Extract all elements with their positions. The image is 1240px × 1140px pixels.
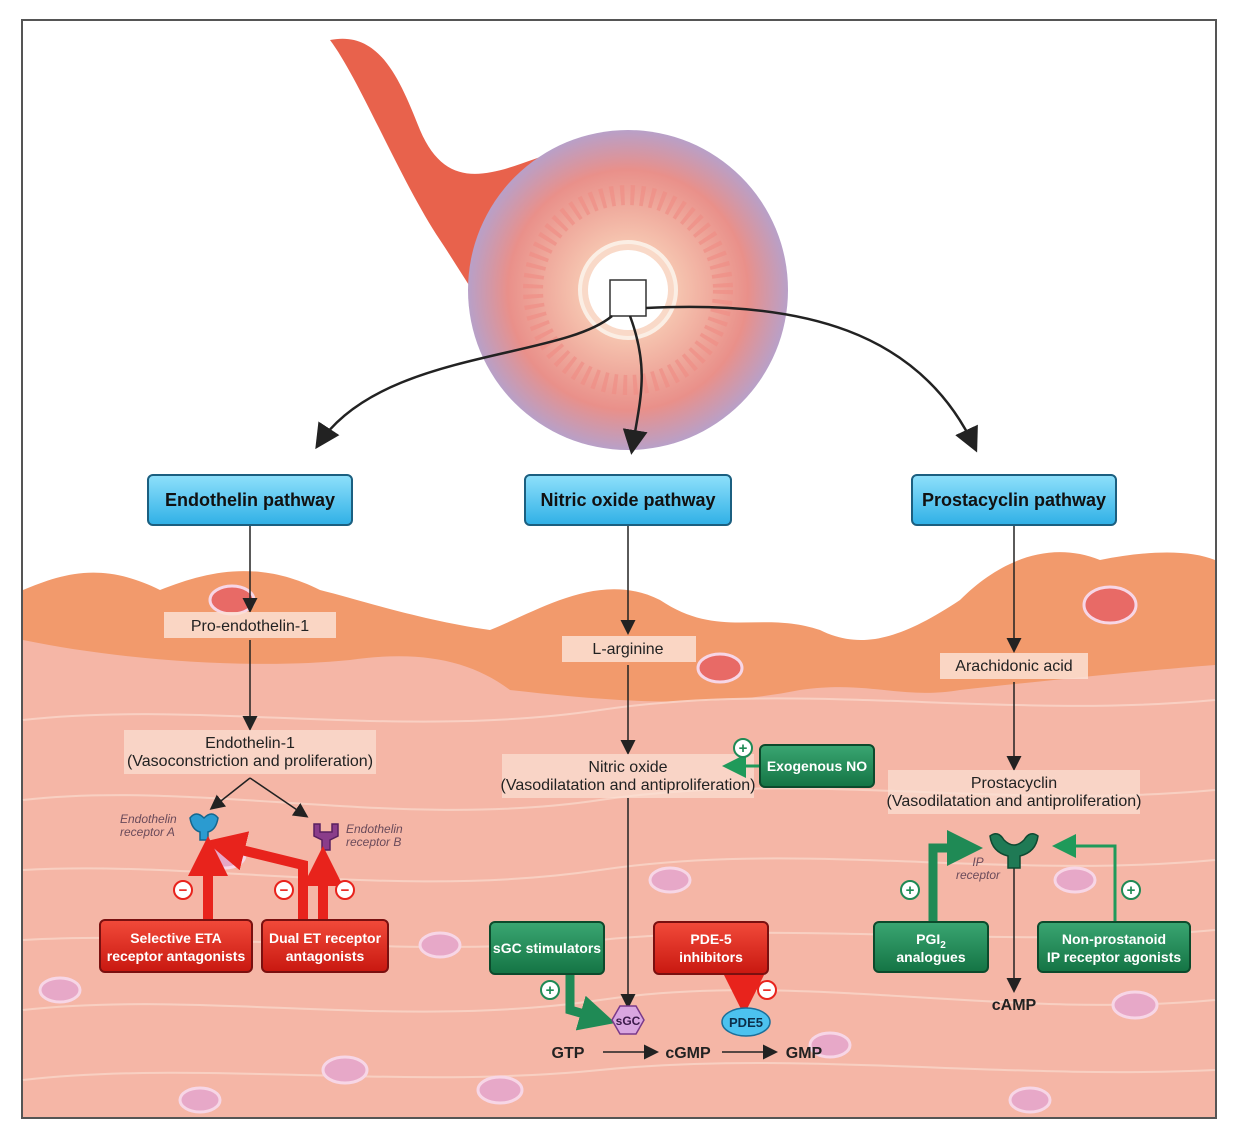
- minus-sign-icon: −: [274, 880, 294, 900]
- svg-text:analogues: analogues: [896, 949, 965, 965]
- minus-sign-icon: −: [173, 880, 193, 900]
- prostacyclin-pathway-box: Prostacyclin pathway: [911, 474, 1117, 526]
- camp-label: cAMP: [992, 997, 1037, 1014]
- svg-text:Exogenous NO: Exogenous NO: [767, 758, 867, 774]
- svg-text:antagonists: antagonists: [286, 948, 365, 964]
- activation-arrows: [565, 830, 983, 1031]
- receptor-a-line1: Endothelin: [120, 812, 177, 826]
- svg-text:+: +: [739, 740, 748, 757]
- arachidonic-acid-label: Arachidonic acid: [955, 658, 1072, 675]
- svg-text:sGC stimulators: sGC stimulators: [493, 940, 601, 956]
- plus-sign-icon: +: [1121, 880, 1141, 900]
- receptor-b-line1: Endothelin: [346, 822, 403, 836]
- endothelin-1-label: Endothelin-1: [205, 735, 295, 752]
- flow-arrows: [209, 526, 1022, 1060]
- svg-text:+: +: [1127, 882, 1136, 899]
- endothelin-pathway-title: Endothelin pathway: [165, 490, 335, 510]
- minus-sign-icon: −: [757, 980, 777, 1000]
- nitric-oxide-effect: (Vasodilatation and antiproliferation): [501, 777, 756, 794]
- endothelin-pathway-box: Endothelin pathway: [147, 474, 353, 526]
- plus-sign-icon: +: [900, 880, 920, 900]
- svg-text:PDE-5: PDE-5: [690, 931, 731, 947]
- svg-text:receptor antagonists: receptor antagonists: [107, 948, 246, 964]
- svg-text:+: +: [906, 882, 915, 899]
- svg-text:inhibitors: inhibitors: [679, 949, 743, 965]
- endothelin-1-effect: (Vasoconstriction and proliferation): [127, 753, 373, 770]
- endothelin-receptor-b-icon: [313, 823, 339, 851]
- svg-text:PGI2: PGI2: [916, 931, 946, 951]
- prostacyclin-effect: (Vasodilatation and antiproliferation): [887, 793, 1142, 810]
- dual-et-antagonists-box: Dual ET receptor antagonists: [261, 919, 389, 973]
- non-prostanoid-agonists-box: Non-prostanoid IP receptor agonists: [1037, 921, 1191, 973]
- pgi2-analogues-box: PGI2 analogues: [873, 921, 989, 973]
- gtp-label: GTP: [552, 1045, 585, 1062]
- ip-receptor-line1: IP: [972, 855, 983, 869]
- plus-sign-icon: +: [540, 980, 560, 1000]
- vessel-lumen: [588, 250, 668, 330]
- cgmp-label: cGMP: [665, 1045, 711, 1062]
- arrow-to-endothelin: [315, 315, 613, 450]
- prostacyclin-pathway-title: Prostacyclin pathway: [922, 490, 1106, 510]
- pde5-inhibitors-box: PDE-5 inhibitors: [653, 921, 769, 975]
- svg-text:sGC: sGC: [616, 1014, 641, 1028]
- svg-text:PDE5: PDE5: [729, 1015, 763, 1030]
- svg-text:Dual ET receptor: Dual ET receptor: [269, 930, 382, 946]
- sgc-hexagon: sGC: [611, 1005, 645, 1035]
- zoom-box: [609, 279, 647, 317]
- svg-text:−: −: [341, 882, 350, 899]
- exogenous-no-box: Exogenous NO: [759, 744, 875, 788]
- minus-sign-icon: −: [335, 880, 355, 900]
- prostacyclin-label: Prostacyclin: [971, 775, 1057, 792]
- svg-text:−: −: [179, 882, 188, 899]
- svg-text:−: −: [763, 982, 772, 999]
- sgc-stimulators-box: sGC stimulators: [489, 921, 605, 975]
- receptor-a-line2: receptor A: [120, 825, 175, 839]
- svg-text:−: −: [280, 882, 289, 899]
- svg-text:+: +: [546, 982, 555, 999]
- svg-text:Non-prostanoid: Non-prostanoid: [1062, 931, 1166, 947]
- ip-receptor-line2: receptor: [956, 868, 1001, 882]
- pde5-enzyme: PDE5: [721, 1007, 771, 1037]
- svg-text:IP receptor agonists: IP receptor agonists: [1047, 949, 1182, 965]
- ip-receptor-icon: [989, 833, 1039, 869]
- nitric-oxide-label: Nitric oxide: [588, 759, 667, 776]
- pro-endothelin-label: Pro-endothelin-1: [191, 618, 309, 635]
- endothelin-receptor-a-icon: [189, 813, 219, 841]
- plus-sign-icon: +: [733, 738, 753, 758]
- l-arginine-label: L-arginine: [592, 641, 663, 658]
- smooth-muscle-layer: [23, 640, 1215, 1117]
- arrow-to-nitric-oxide: [622, 315, 648, 455]
- receptor-b-line2: receptor B: [346, 835, 401, 849]
- nitric-oxide-pathway-box: Nitric oxide pathway: [524, 474, 732, 526]
- svg-text:Selective ETA: Selective ETA: [130, 930, 222, 946]
- arrow-to-prostacyclin: [645, 305, 978, 453]
- nitric-oxide-pathway-title: Nitric oxide pathway: [540, 490, 715, 510]
- selective-eta-antagonists-box: Selective ETA receptor antagonists: [99, 919, 253, 973]
- gmp-label: GMP: [786, 1045, 823, 1062]
- inhibition-arrows: [188, 831, 764, 1015]
